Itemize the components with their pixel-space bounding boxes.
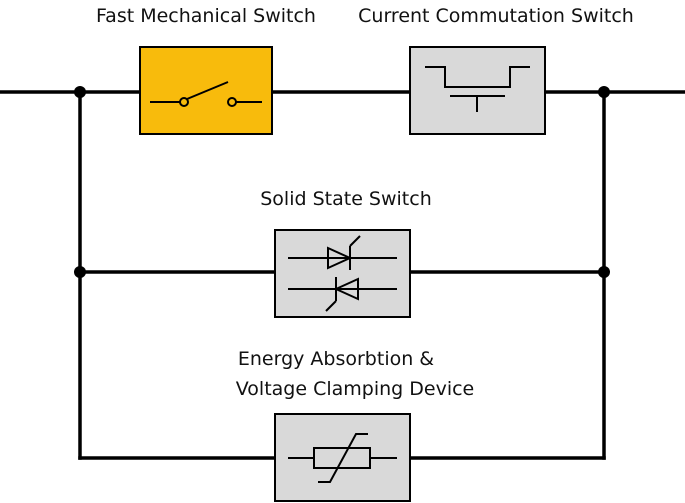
current-commutation-switch-label: Current Commutation Switch [358, 5, 634, 27]
junction-dots [74, 86, 610, 278]
energy-absorption-label-line2: Voltage Clamping Device [236, 378, 474, 400]
junction-dot [598, 86, 610, 98]
junction-dot [74, 266, 86, 278]
fast-mechanical-switch-label: Fast Mechanical Switch [96, 5, 316, 27]
energy-absorption-label-line1: Energy Absorbtion & [238, 348, 434, 370]
fast-mechanical-switch [139, 46, 273, 135]
junction-dot [598, 266, 610, 278]
solid-state-switch [274, 229, 411, 318]
current-commutation-switch [409, 46, 546, 135]
solid-state-switch-label: Solid State Switch [260, 188, 432, 210]
varistor-device [274, 413, 411, 502]
junction-dot [74, 86, 86, 98]
